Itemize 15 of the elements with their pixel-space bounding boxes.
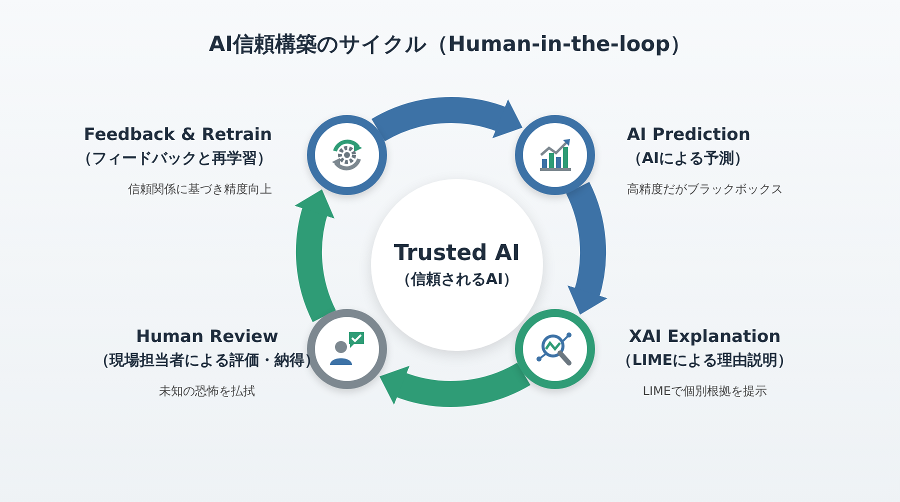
step-subheading: （AIによる予測）: [626, 149, 750, 168]
step-note: 信頼関係に基づき精度向上: [128, 181, 272, 198]
step-note: 未知の恐怖を払拭: [159, 382, 256, 400]
step-subheading: （現場担当者による評価・納得）: [94, 350, 320, 370]
step-heading: Feedback & Retrain: [84, 125, 272, 146]
step-subheading: （フィードバックと再学習）: [77, 149, 272, 168]
step-note: LIMEで個別根拠を提示: [642, 382, 767, 400]
step-note: 高精度だがブラックボックス: [626, 181, 783, 198]
step-heading: Human Review: [136, 326, 278, 347]
center-subtitle: （信頼されるAI）: [396, 270, 518, 289]
step-subheading: （LIMEによる理由説明）: [617, 350, 792, 370]
step-heading: XAI Explanation: [628, 326, 781, 347]
step-heading: AI Prediction: [626, 125, 750, 146]
diagram-title: AI信頼構築のサイクル（Human-in-the-loop）: [208, 31, 692, 58]
center-title: Trusted AI: [394, 241, 520, 266]
